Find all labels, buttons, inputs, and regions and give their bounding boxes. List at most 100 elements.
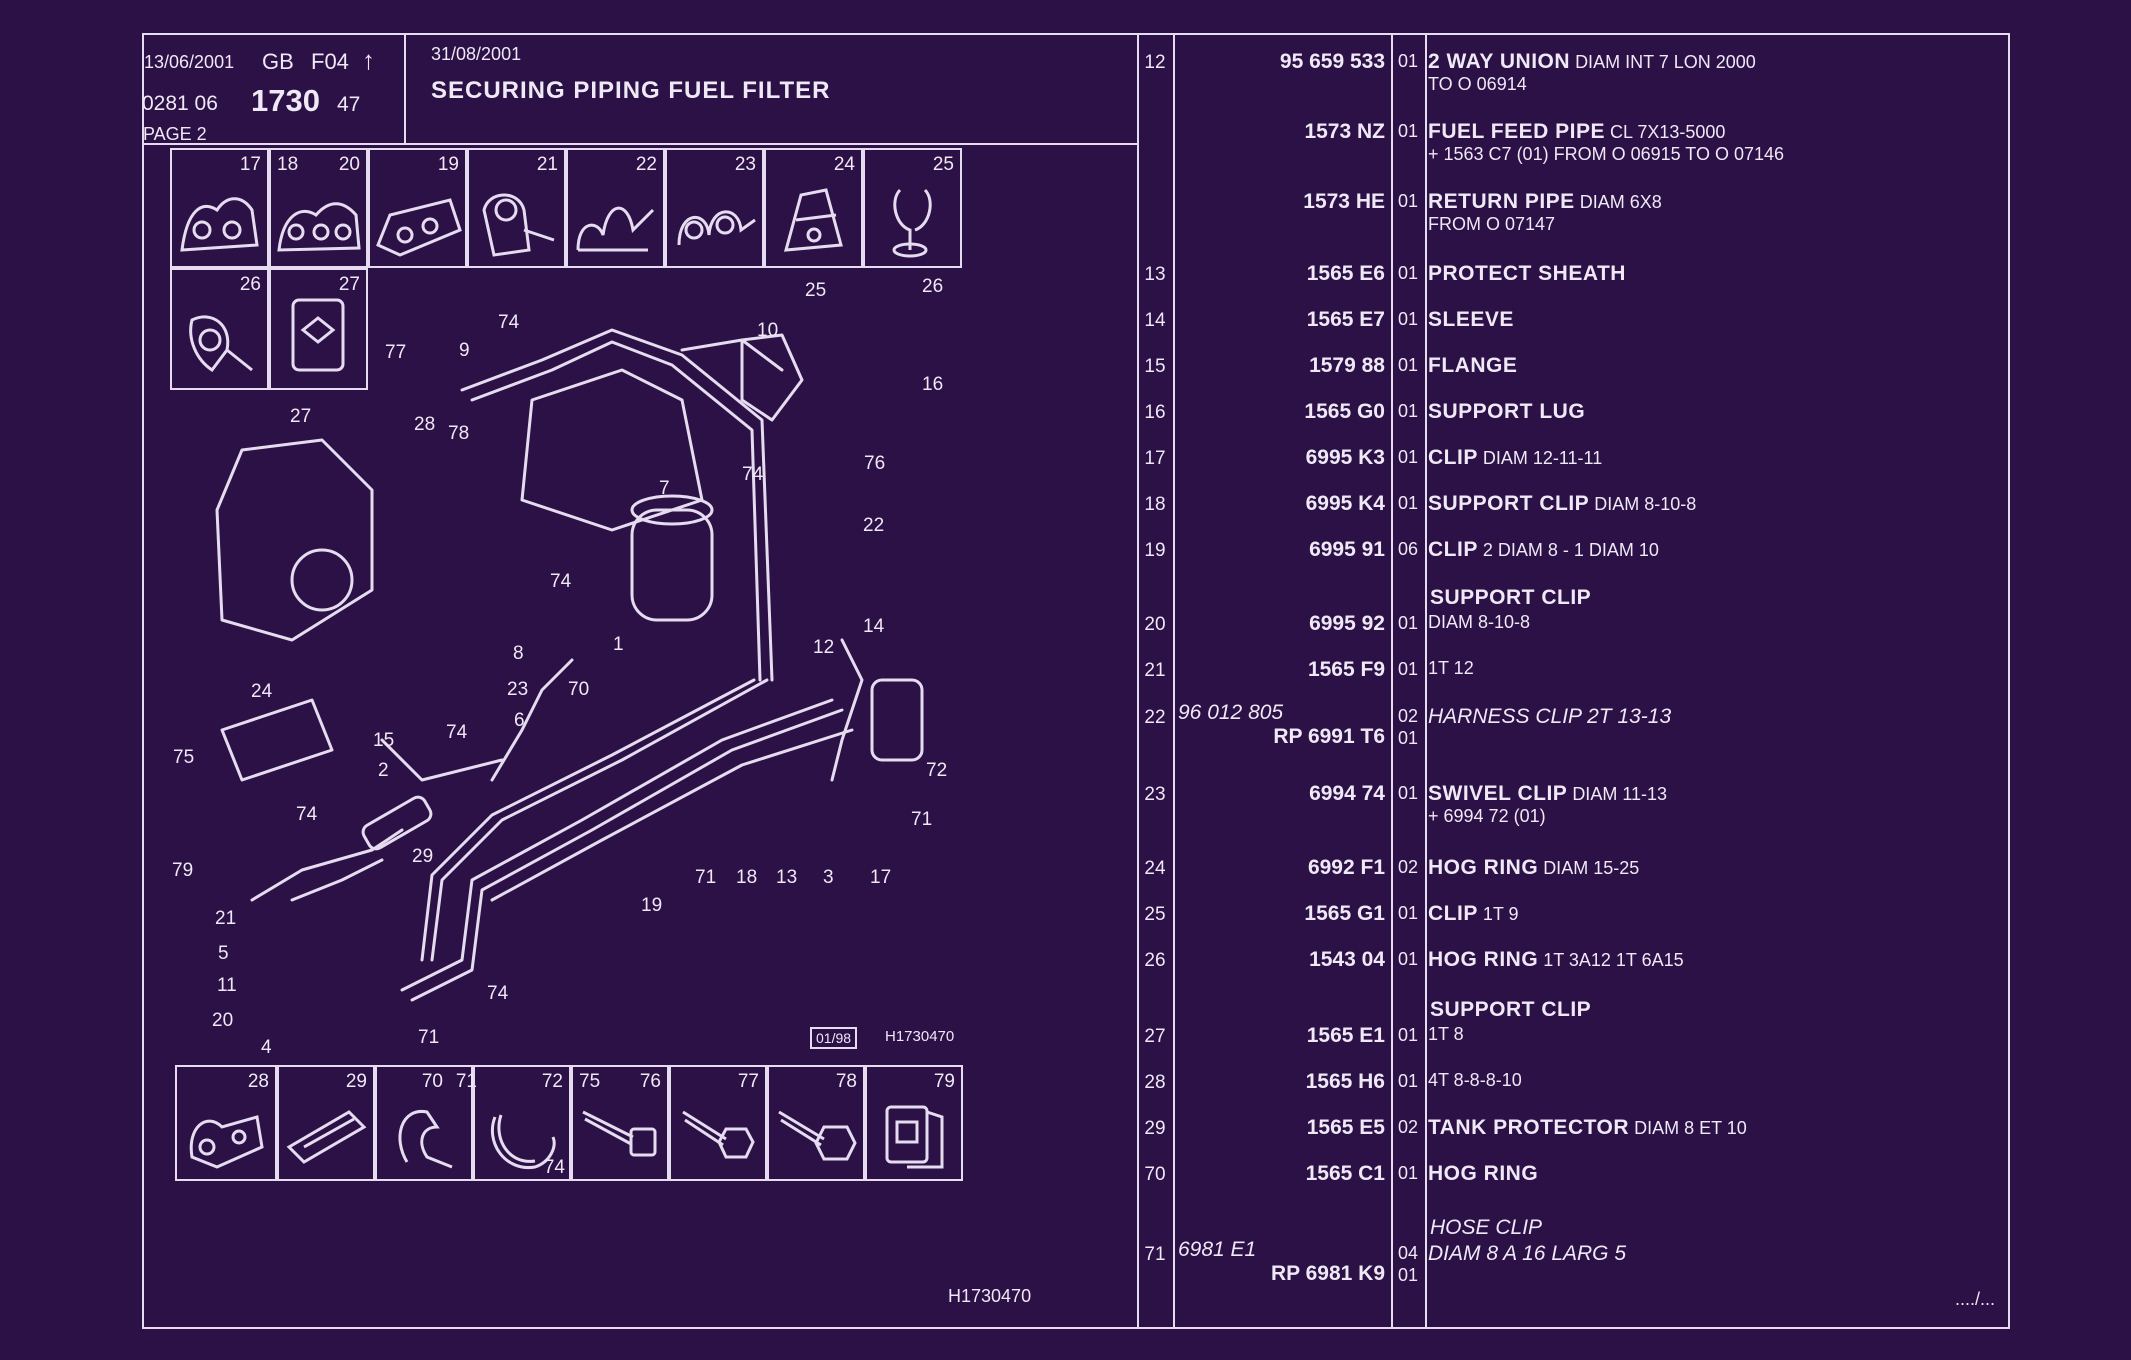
part-qty: 01 — [1397, 949, 1419, 969]
part-ref: 28 — [1144, 1072, 1166, 1093]
thumb-22: 22 — [566, 148, 665, 268]
hog-ring-icon — [783, 188, 843, 252]
hose-clip-icon — [490, 1114, 556, 1169]
exploded-diagram — [215, 328, 924, 1002]
callout-label: 74 — [446, 722, 468, 743]
part-number: 1573 NZ — [1304, 120, 1385, 143]
thumb-number: 20 — [338, 154, 360, 175]
callout-label: 25 — [805, 280, 827, 301]
part-ref: 23 — [1144, 784, 1166, 805]
part-name: SUPPORT CLIP — [1430, 998, 1592, 1021]
part-number: 1565 F9 — [1307, 658, 1385, 681]
part-qty: 01 — [1397, 447, 1419, 467]
thumb-number: 71 — [455, 1071, 477, 1092]
bolt-icon — [682, 1110, 755, 1159]
part-name: CLIP — [1428, 538, 1478, 561]
part-name: SUPPORT CLIP — [1430, 586, 1592, 609]
part-qty: 01 — [1397, 355, 1419, 375]
part-ref: 24 — [1144, 858, 1166, 879]
part-description: CLIP DIAM 12-11-11 — [1428, 446, 1602, 470]
harness-clip-icon — [576, 206, 655, 252]
thumb-27: 27 — [269, 268, 368, 390]
callout-label: 18 — [736, 867, 758, 888]
part-name: HOG RING — [1428, 1162, 1539, 1185]
callout-label: 9 — [459, 340, 470, 361]
part-number: 1565 E5 — [1306, 1116, 1385, 1139]
part-description: 4T 8-8-8-10 — [1428, 1070, 1522, 1091]
header-vdivider — [404, 35, 406, 145]
support-clip-icon — [277, 202, 361, 252]
callout-label: 74 — [498, 312, 520, 333]
part-number: 6995 92 — [1309, 612, 1385, 635]
flange-plate — [220, 698, 334, 782]
part-qty: 01 — [1397, 1265, 1419, 1285]
clip-nut-icon — [885, 1105, 944, 1169]
thumb-number: 77 — [737, 1071, 759, 1092]
col-divider-qty — [1391, 35, 1393, 1327]
thumb-24: 24 — [764, 148, 863, 268]
callout-label: 74 — [550, 571, 572, 592]
part-description: SUPPORT CLIP DIAM 8-10-8 — [1428, 492, 1696, 516]
part-name: FUEL FEED PIPE — [1428, 120, 1605, 143]
thumb-number: 22 — [635, 154, 657, 175]
part-description: DIAM 8 A 16 LARG 5 — [1428, 1242, 1626, 1266]
hog-ring-icon — [189, 315, 253, 373]
tank-protector-icon — [286, 1110, 367, 1164]
support-lug — [740, 333, 804, 422]
callout-label: 70 — [568, 679, 590, 700]
part-number: 1565 G1 — [1304, 902, 1385, 925]
up-arrow-icon: ↑ — [362, 45, 375, 75]
part-spec: CL 7X13-5000 — [1610, 122, 1726, 142]
thumb-number: 19 — [437, 154, 459, 175]
callout-label: 19 — [641, 895, 663, 916]
bolt-icon — [582, 1110, 657, 1157]
callout-label: 23 — [507, 679, 529, 700]
part-spec: HARNESS CLIP 2T 13-13 — [1428, 705, 1672, 728]
part-number: 95 659 533 — [1279, 50, 1385, 73]
thumb-number: 70 — [421, 1071, 443, 1092]
part-spec: DIAM 11-13 — [1572, 784, 1668, 804]
part-alt-number: 96 012 805 — [1178, 701, 1284, 724]
part-description: DIAM 8-10-8 — [1428, 612, 1530, 633]
clip-icon — [482, 193, 555, 257]
part-description: FLANGE — [1428, 354, 1517, 378]
part-number: 1565 E7 — [1306, 308, 1385, 331]
col-divider-ref — [1137, 35, 1139, 1327]
thumb-number: 17 — [239, 154, 261, 175]
thumb-19: 19 — [368, 148, 467, 268]
part-name: CLIP — [1428, 446, 1478, 469]
callout-label: 4 — [261, 1037, 272, 1058]
thumb-number: 79 — [933, 1071, 955, 1092]
col-divider-desc — [1425, 35, 1427, 1327]
code-suffix: 47 — [337, 93, 361, 116]
part-name: PROTECT SHEATH — [1428, 262, 1626, 285]
part-ref: 16 — [1144, 402, 1166, 423]
part-qty: 06 — [1397, 539, 1419, 559]
part-qty: 01 — [1397, 783, 1419, 803]
callout-label: 26 — [922, 276, 944, 297]
part-description: HARNESS CLIP 2T 13-13 — [1428, 705, 1671, 729]
part-description: 1T 12 — [1428, 658, 1474, 679]
callout-label: 7 — [659, 478, 670, 499]
fuel-filter-element — [630, 508, 714, 622]
part-description: TANK PROTECTOR DIAM 8 ET 10 — [1428, 1116, 1747, 1140]
part-spec: DIAM 8-10-8 — [1594, 494, 1697, 514]
page-frame — [142, 33, 2010, 1329]
part-note: + 6994 72 (01) — [1428, 806, 1546, 826]
part-qty: 04 — [1397, 1243, 1419, 1263]
callout-label: 27 — [290, 406, 312, 427]
part-number: 1565 H6 — [1305, 1070, 1385, 1093]
part-ref: 19 — [1144, 540, 1166, 561]
date-left: 13/06/2001 — [144, 52, 235, 72]
callout-label: 79 — [172, 860, 194, 881]
part-qty: 01 — [1397, 728, 1419, 748]
callout-label: 20 — [212, 1010, 234, 1031]
injection-pump-body — [215, 438, 374, 642]
part-number: 1573 HE — [1303, 190, 1385, 213]
callout-label: 74 — [742, 464, 764, 485]
callout-label: 14 — [863, 616, 885, 637]
part-spec: 2 DIAM 8 - 1 DIAM 10 — [1482, 540, 1659, 560]
part-ref: 18 — [1144, 494, 1166, 515]
part-number: RP 6981 K9 — [1270, 1262, 1385, 1285]
part-spec: DIAM 15-25 — [1543, 858, 1640, 878]
